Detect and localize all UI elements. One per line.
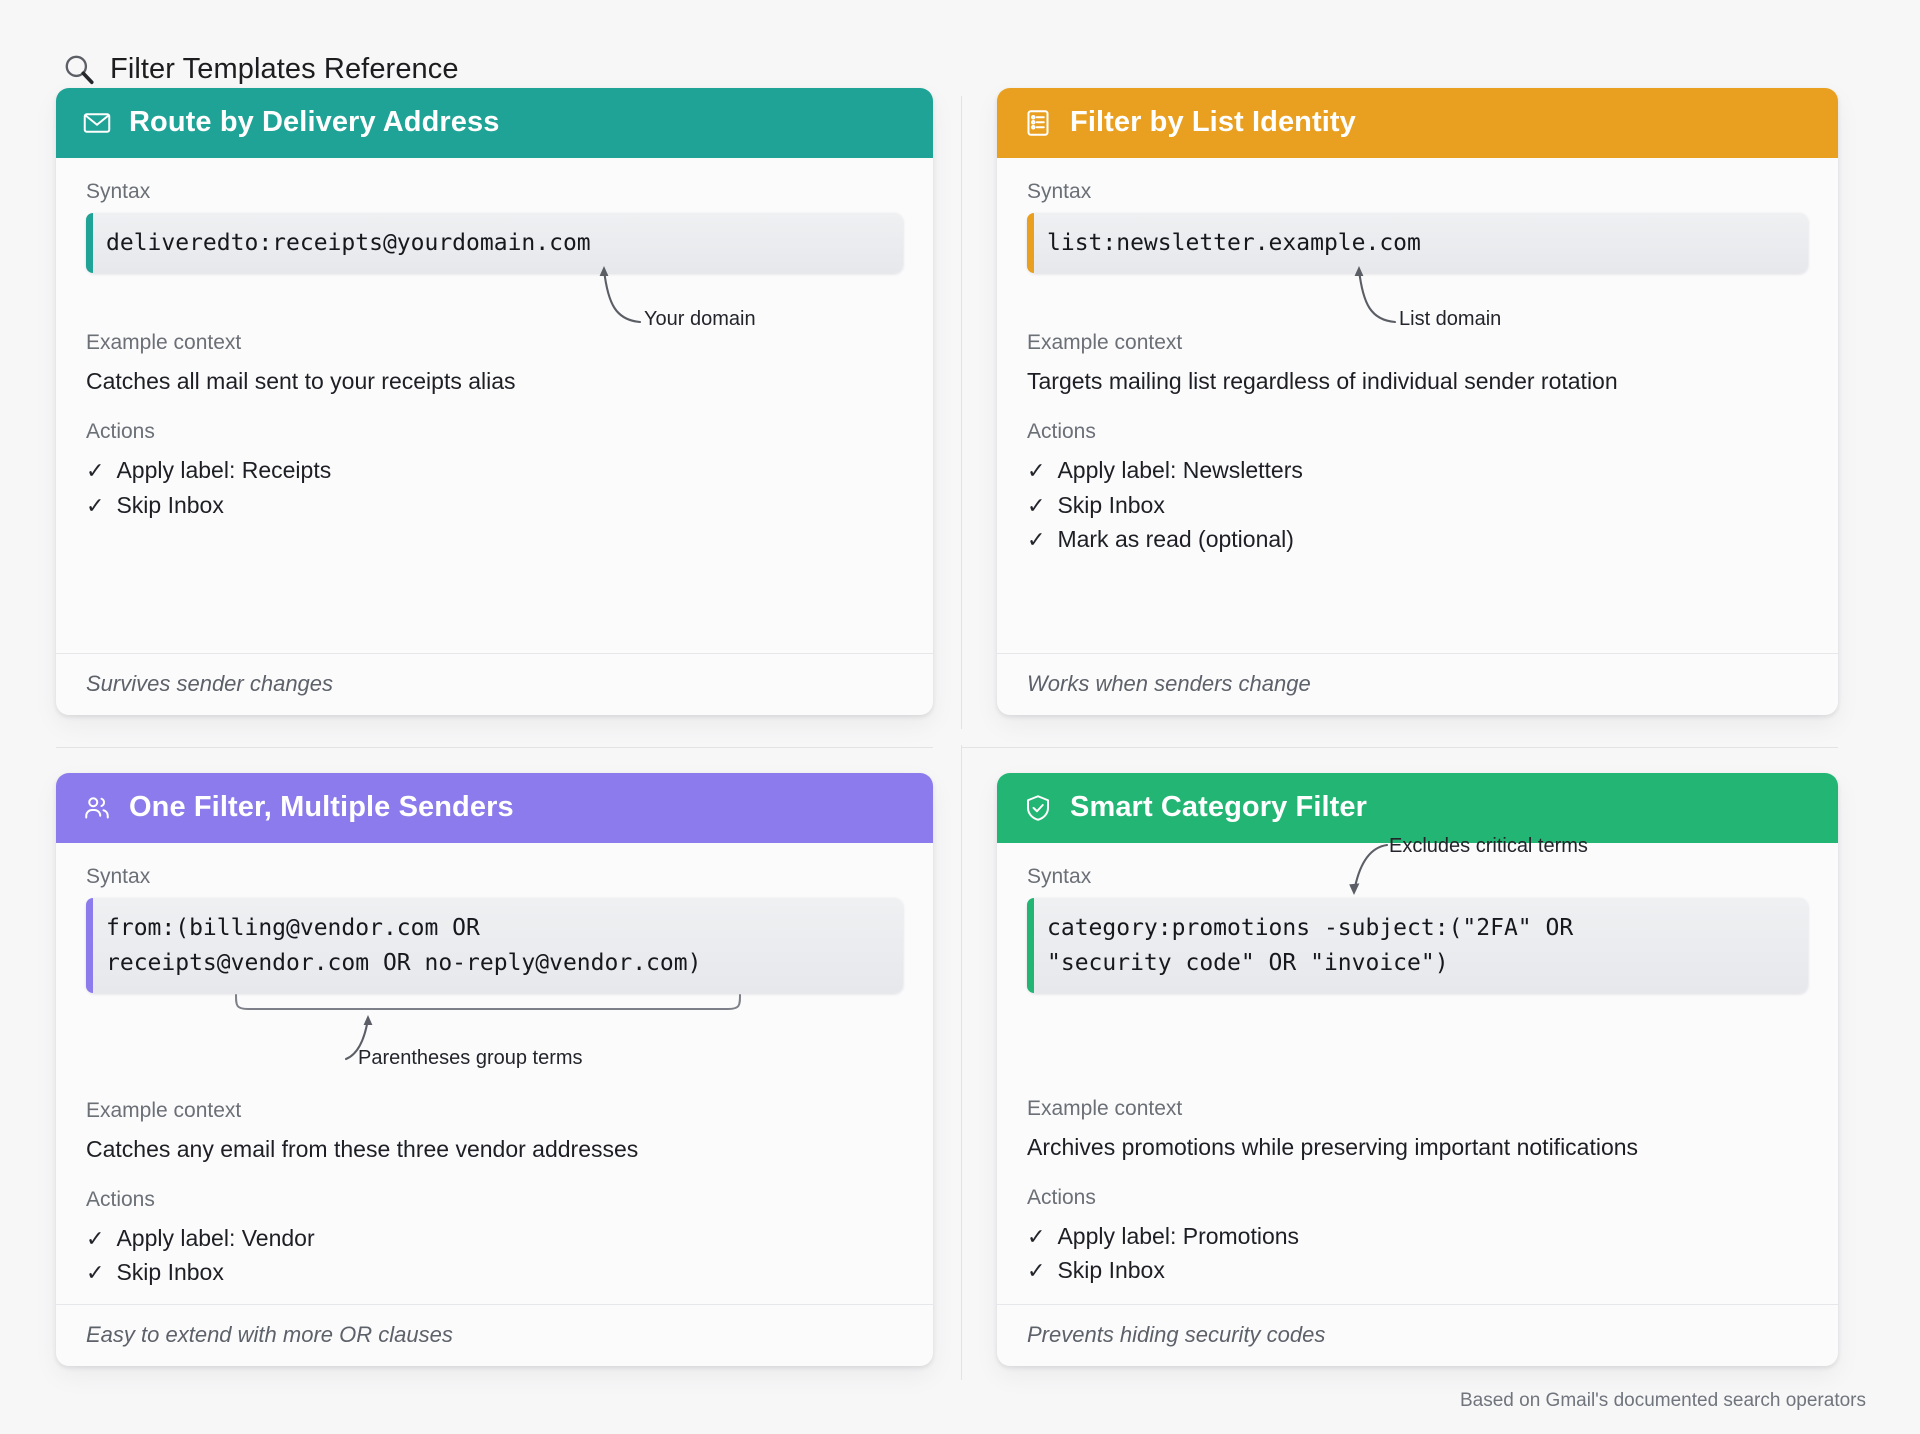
- action-item: ✓ Apply label: Vendor: [86, 1221, 903, 1256]
- page-footer-note: Based on Gmail's documented search opera…: [1459, 1390, 1866, 1411]
- action-item: ✓ Skip Inbox: [86, 1255, 903, 1290]
- action-item: ✓ Mark as read (optional): [1027, 522, 1808, 557]
- syntax-wrap: from:(billing@vendor.com OR receipts@ven…: [86, 898, 903, 993]
- actions-label: Actions: [86, 420, 155, 444]
- syntax-wrap: category:promotions -subject:("2FA" OR "…: [1027, 898, 1808, 993]
- grid-cell-4: Smart Category Filter Syntax Excludes cr…: [961, 737, 1866, 1388]
- actions-list: ✓ Apply label: Receipts ✓ Skip Inbox: [86, 453, 903, 522]
- shield-check-icon: [1023, 793, 1053, 823]
- action-label: Skip Inbox: [116, 491, 224, 518]
- card-body: Syntax list:newsletter.example.com List …: [997, 158, 1838, 653]
- action-label: Mark as read (optional): [1057, 526, 1294, 553]
- card-one-filter-multiple-senders[interactable]: One Filter, Multiple Senders Syntax from…: [56, 773, 933, 1366]
- action-item: ✓ Apply label: Promotions: [1027, 1219, 1808, 1254]
- syntax-label: Syntax: [86, 865, 151, 889]
- people-icon: [82, 793, 112, 823]
- actions-label: Actions: [1027, 1185, 1096, 1209]
- card-footer: Prevents hiding security codes: [997, 1304, 1838, 1366]
- action-label: Skip Inbox: [116, 1259, 224, 1286]
- example-context-text: Archives promotions while preserving imp…: [1027, 1133, 1639, 1160]
- action-label: Apply label: Promotions: [1057, 1222, 1300, 1249]
- example-context-text: Targets mailing list regardless of indiv…: [1027, 368, 1618, 395]
- card-header: One Filter, Multiple Senders: [56, 773, 933, 844]
- card-body: Syntax deliveredto:receipts@yourdomain.c…: [56, 158, 933, 653]
- grid-cell-3: One Filter, Multiple Senders Syntax from…: [56, 737, 961, 1388]
- action-label: Apply label: Newsletters: [1057, 457, 1303, 484]
- check-icon: ✓: [86, 1225, 105, 1251]
- check-icon: ✓: [1027, 1223, 1046, 1249]
- syntax-code[interactable]: deliveredto:receipts@yourdomain.com: [86, 213, 903, 274]
- example-context-text: Catches any email from these three vendo…: [86, 1135, 639, 1162]
- action-item: ✓ Apply label: Newsletters: [1027, 453, 1808, 488]
- card-route-by-delivery-address[interactable]: Route by Delivery Address Syntax deliver…: [56, 88, 933, 716]
- page-header: Filter Templates Reference: [0, 0, 1920, 96]
- syntax-accent-bar: [1027, 898, 1034, 993]
- card-title: One Filter, Multiple Senders: [129, 791, 514, 824]
- card-title: Route by Delivery Address: [129, 106, 500, 138]
- action-item: ✓ Skip Inbox: [1027, 488, 1808, 523]
- syntax-accent-bar: [86, 898, 93, 993]
- card-footer: Works when senders change: [997, 653, 1838, 715]
- example-context-label: Example context: [1027, 1096, 1183, 1120]
- card-footer: Survives sender changes: [56, 653, 933, 715]
- syntax-code[interactable]: list:newsletter.example.com: [1027, 213, 1808, 274]
- syntax-label: Syntax: [1027, 865, 1092, 889]
- actions-list: ✓ Apply label: Newsletters ✓ Skip Inbox …: [1027, 453, 1808, 557]
- magnifier-icon: [62, 52, 96, 86]
- card-body: Syntax from:(billing@vendor.com OR recei…: [56, 843, 933, 1304]
- check-icon: ✓: [86, 492, 105, 518]
- grid-cell-2: Filter by List Identity Syntax list:news…: [961, 88, 1866, 737]
- check-icon: ✓: [1027, 1258, 1046, 1284]
- action-label: Apply label: Receipts: [116, 457, 332, 484]
- action-item: ✓ Apply label: Receipts: [86, 453, 903, 488]
- card-filter-by-list-identity[interactable]: Filter by List Identity Syntax list:news…: [997, 88, 1838, 716]
- card-footer: Easy to extend with more OR clauses: [56, 1304, 933, 1366]
- check-icon: ✓: [86, 1260, 105, 1286]
- list-document-icon: [1023, 108, 1053, 138]
- card-header: Smart Category Filter: [997, 773, 1838, 844]
- example-context-label: Example context: [1027, 331, 1183, 355]
- card-title: Smart Category Filter: [1070, 791, 1368, 824]
- card-header: Filter by List Identity: [997, 88, 1838, 158]
- actions-list: ✓ Apply label: Vendor ✓ Skip Inbox: [86, 1221, 903, 1290]
- templates-grid: Route by Delivery Address Syntax deliver…: [56, 88, 1866, 1388]
- grid-cell-1: Route by Delivery Address Syntax deliver…: [56, 88, 961, 737]
- check-icon: ✓: [1027, 527, 1046, 553]
- syntax-code[interactable]: from:(billing@vendor.com OR receipts@ven…: [86, 898, 903, 993]
- page-title: Filter Templates Reference: [110, 52, 459, 85]
- card-smart-category-filter[interactable]: Smart Category Filter Syntax Excludes cr…: [997, 773, 1838, 1366]
- actions-label: Actions: [86, 1187, 155, 1211]
- action-label: Apply label: Vendor: [116, 1224, 315, 1251]
- action-label: Skip Inbox: [1057, 491, 1165, 518]
- example-context-label: Example context: [86, 331, 242, 355]
- action-item: ✓ Skip Inbox: [86, 488, 903, 523]
- envelope-icon: [82, 108, 112, 138]
- syntax-accent-bar: [86, 213, 93, 274]
- syntax-label: Syntax: [1027, 180, 1092, 203]
- card-header: Route by Delivery Address: [56, 88, 933, 158]
- syntax-label: Syntax: [86, 180, 151, 203]
- check-icon: ✓: [1027, 492, 1046, 518]
- syntax-wrap: deliveredto:receipts@yourdomain.com: [86, 213, 903, 274]
- syntax-code[interactable]: category:promotions -subject:("2FA" OR "…: [1027, 898, 1808, 993]
- action-item: ✓ Skip Inbox: [1027, 1253, 1808, 1288]
- syntax-wrap: list:newsletter.example.com: [1027, 213, 1808, 274]
- example-context-text: Catches all mail sent to your receipts a…: [86, 368, 516, 395]
- actions-label: Actions: [1027, 420, 1096, 444]
- check-icon: ✓: [1027, 458, 1046, 484]
- check-icon: ✓: [86, 458, 105, 484]
- card-body: Syntax Excludes critical terms category:…: [997, 835, 1838, 1304]
- example-context-label: Example context: [86, 1098, 242, 1122]
- action-label: Skip Inbox: [1057, 1257, 1165, 1284]
- card-title: Filter by List Identity: [1070, 106, 1356, 138]
- syntax-accent-bar: [1027, 213, 1034, 274]
- actions-list: ✓ Apply label: Promotions ✓ Skip Inbox: [1027, 1219, 1808, 1288]
